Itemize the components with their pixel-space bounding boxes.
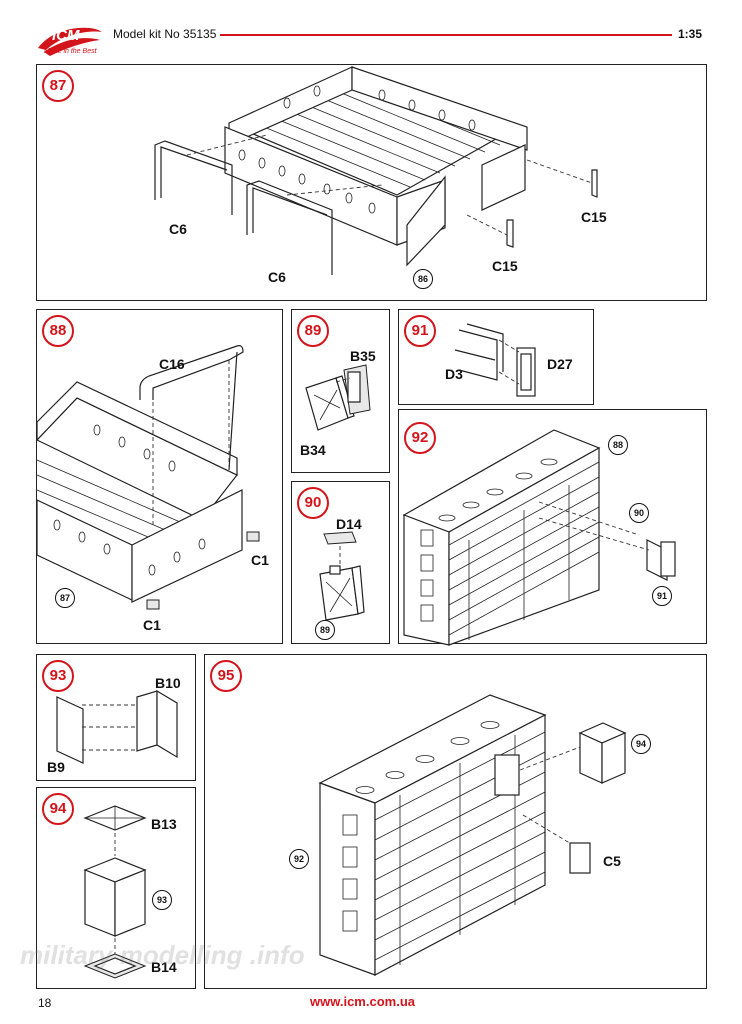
body-side-assembly-illustration	[402, 429, 676, 646]
bracket-d3-d27-illustration	[454, 323, 536, 397]
step-91-badge: 91	[404, 315, 436, 347]
label-c5: C5	[603, 853, 621, 869]
step-95-badge: 95	[210, 660, 242, 692]
ref-step-86: 86	[413, 269, 433, 289]
step-94-badge: 94	[42, 793, 74, 825]
label-b13: B13	[151, 816, 177, 832]
jerrycan-illustration	[305, 364, 371, 431]
brand-tagline: Made in the Best	[44, 48, 97, 55]
label-c16: C16	[159, 356, 185, 372]
label-b10: B10	[155, 675, 181, 691]
ref-step-93: 93	[152, 890, 172, 910]
ref-step-92: 92	[289, 849, 309, 869]
box-b13-b14-illustration	[83, 805, 147, 979]
kit-title: Model kit No 35135	[113, 27, 217, 41]
step-88-panel: 88 C16 C1 C1 87	[35, 309, 283, 644]
ref-step-91: 91	[652, 586, 672, 606]
ref-step-88: 88	[608, 435, 628, 455]
bed-with-c16-illustration	[35, 345, 260, 610]
cargo-bed-illustration	[154, 66, 598, 275]
label-d14: D14	[336, 516, 362, 532]
ref-step-94: 94	[631, 734, 651, 754]
label-c6-upper: C6	[169, 221, 187, 237]
step-91-panel: 91 D3 D27	[398, 309, 594, 405]
brand-logo-text: ICM	[52, 27, 80, 44]
label-c1-bottom: C1	[143, 617, 161, 633]
ref-step-89: 89	[315, 620, 335, 640]
footer-url[interactable]: www.icm.com.ua	[310, 994, 415, 1009]
label-c1-right: C1	[251, 552, 269, 568]
step-87-badge: 87	[42, 70, 74, 102]
step-90-badge: 90	[297, 487, 329, 519]
label-c15-right: C15	[581, 209, 607, 225]
step-93-panel: 93 B10 B9	[36, 654, 196, 781]
step-93-badge: 93	[42, 660, 74, 692]
label-c6-lower: C6	[268, 269, 286, 285]
label-b9: B9	[47, 759, 65, 775]
label-d27: D27	[547, 356, 573, 372]
label-b34: B34	[300, 442, 326, 458]
step-92-badge: 92	[404, 422, 436, 454]
scale-label: 1:35	[678, 27, 703, 41]
step-90-panel: 90 D14 89	[291, 481, 390, 644]
icm-logo	[38, 27, 102, 56]
watermark: military modelling .info	[20, 940, 305, 970]
step-87-panel: 87 C6 C6 C15 C15 86	[36, 64, 707, 301]
label-b14: B14	[151, 959, 177, 975]
ref-step-87: 87	[55, 588, 75, 608]
panels-b9-b10-illustration	[56, 689, 178, 764]
page-number: 18	[38, 996, 52, 1010]
step-94-panel: 94 B13 B14 93	[36, 787, 196, 989]
step-89-panel: 89 B35 B34	[291, 309, 390, 473]
body-with-box-illustration	[318, 694, 627, 976]
label-d3: D3	[445, 366, 463, 382]
ref-step-90: 90	[629, 503, 649, 523]
step-92-panel: 92 88 90 91	[398, 409, 707, 646]
header-rule	[220, 34, 672, 36]
label-c15-center: C15	[492, 258, 518, 274]
jerrycan-d14-illustration	[319, 531, 365, 621]
step-88-badge: 88	[42, 315, 74, 347]
step-89-badge: 89	[297, 315, 329, 347]
label-b35: B35	[350, 348, 376, 364]
step-95-panel: 95 94 92 C5	[204, 654, 707, 989]
